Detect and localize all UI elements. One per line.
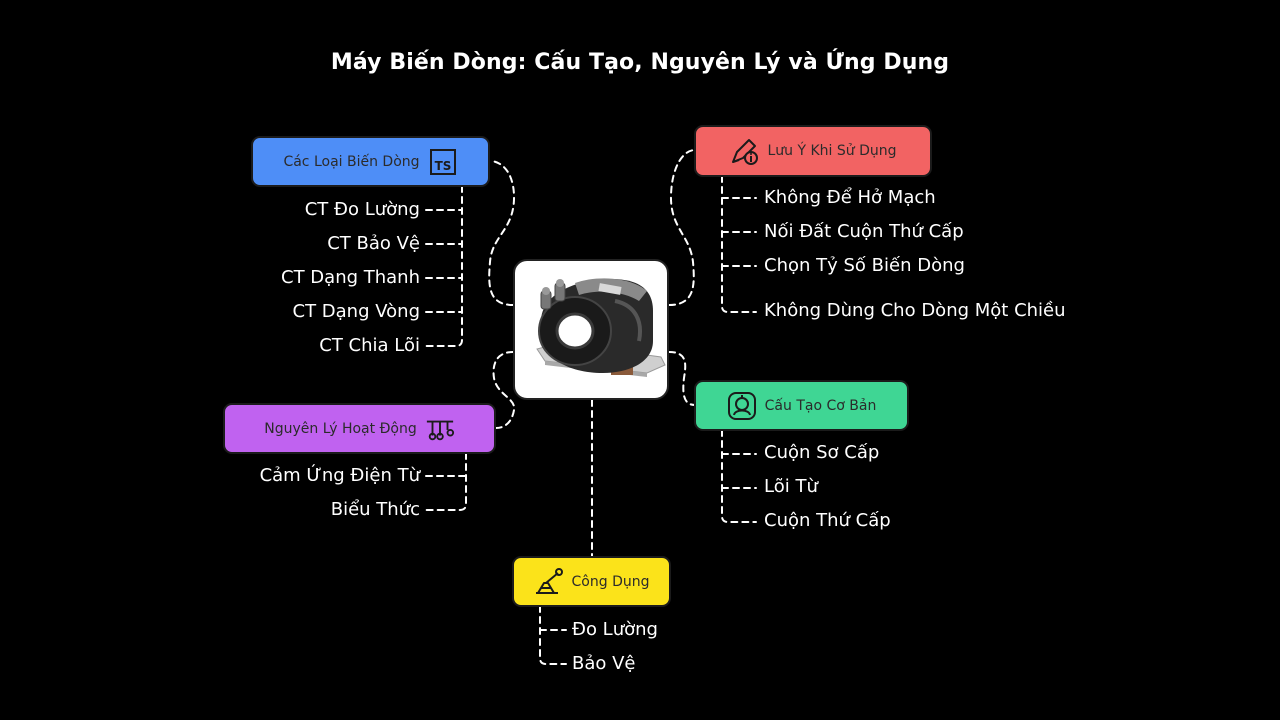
leaf-types-0: CT Đo Lường: [304, 199, 420, 220]
branch-types-label: Các Loại Biến Dòng: [283, 153, 420, 170]
connector-center-notes: [668, 149, 696, 306]
leaf-notes-0: Không Để Hở Mạch: [764, 187, 936, 208]
magnet-rings-icon: [425, 414, 455, 444]
connector-notes-trunk: [721, 175, 757, 313]
leaf-structure-0: Cuộn Sơ Cấp: [764, 442, 880, 463]
branch-principle[interactable]: Nguyên Lý Hoạt Động: [223, 403, 496, 454]
leaf-applications-0: Đo Lường: [572, 619, 658, 640]
leaf-structure-2: Cuộn Thứ Cấp: [764, 510, 891, 531]
branch-usage-notes[interactable]: Lưu Ý Khi Sử Dụng: [694, 125, 932, 177]
page-title: Máy Biến Dòng: Cấu Tạo, Nguyên Lý và Ứng…: [330, 50, 950, 75]
connector-center-structure: [668, 351, 696, 406]
connector-center-principle: [492, 351, 516, 429]
connector-center-types: [488, 160, 516, 306]
leaf-principle-1: Biểu Thức: [330, 499, 420, 520]
leaf-types-1: CT Bảo Vệ: [327, 233, 420, 254]
ts-badge-icon: TS: [428, 147, 458, 177]
branch-structure[interactable]: Cấu Tạo Cơ Bản: [694, 380, 909, 431]
leaf-types-3: CT Dạng Vòng: [292, 301, 421, 322]
branch-structure-label: Cấu Tạo Cơ Bản: [764, 397, 877, 414]
leaf-types-4: CT Chia Lõi: [319, 335, 420, 356]
pylon-tool-icon: [534, 567, 564, 597]
coil-frame-icon: [727, 391, 757, 421]
connector-principle-trunk: [425, 452, 467, 511]
center-image-current-transformer: [513, 259, 669, 400]
connector-applications-trunk: [539, 605, 567, 665]
leaf-notes-2: Chọn Tỷ Số Biến Dòng: [764, 255, 965, 276]
pen-info-icon: [729, 136, 759, 166]
branch-types[interactable]: Các Loại Biến Dòng TS: [251, 136, 490, 187]
branch-principle-label: Nguyên Lý Hoạt Động: [264, 420, 417, 437]
current-transformer-photo: [536, 278, 666, 377]
leaf-notes-1: Nối Đất Cuộn Thứ Cấp: [764, 221, 964, 242]
leaf-applications-1: Bảo Vệ: [572, 653, 636, 674]
branch-applications[interactable]: Công Dụng: [512, 556, 671, 607]
leaf-notes-3: Không Dùng Cho Dòng Một Chiều: [764, 300, 1066, 321]
leaf-principle-0: Cảm Ứng Điện Từ: [259, 465, 420, 486]
branch-usage-notes-label: Lưu Ý Khi Sử Dụng: [767, 143, 897, 159]
leaf-types-2: CT Dạng Thanh: [281, 267, 420, 288]
leaf-structure-1: Lõi Từ: [764, 476, 818, 497]
connector-structure-trunk: [721, 429, 757, 523]
svg-text:TS: TS: [434, 159, 451, 173]
branch-applications-label: Công Dụng: [571, 573, 650, 590]
connector-types-trunk: [425, 185, 463, 347]
